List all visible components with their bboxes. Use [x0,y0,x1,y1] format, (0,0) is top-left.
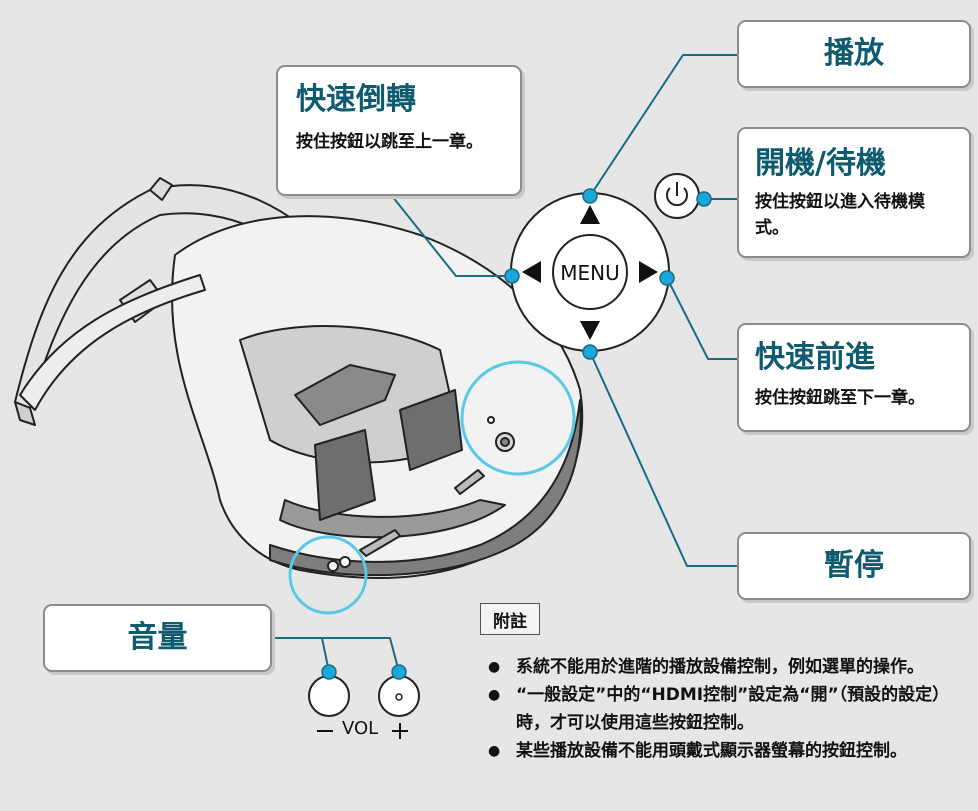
note-item: 某些播放設備不能用頭戴式顯示器螢幕的按鈕控制。 [486,737,966,765]
callout-rewind-desc: 按住按鈕以跳至上一章。 [296,132,483,152]
volume-label: VOL [342,718,379,739]
volume-minus-button[interactable] [308,675,350,717]
right-arrow-icon[interactable] [639,261,658,283]
callout-play: 播放 [737,20,971,88]
note-item: “一般設定”中的“HDMI控制”設定為“開”（預設的設定）時，才可以使用這些按鈕… [486,681,966,737]
control-pad: MENU [510,192,670,352]
callout-power: 開機/待機 按住按鈕以進入待機模式。 [737,127,971,258]
callout-forward-desc: 按住按鈕跳至下一章。 [755,388,925,408]
volume-highlight-circle [288,535,368,615]
callout-volume: 音量 [43,604,272,672]
callout-rewind-title: 快速倒轉 [296,82,416,117]
dot-volume-plus [391,664,407,680]
dot-forward [659,270,675,286]
menu-button-label[interactable]: MENU [560,261,620,285]
callout-power-title: 開機/待機 [755,146,886,181]
leader-line-rewind [391,195,512,277]
callout-play-title: 播放 [824,36,884,71]
dot-rewind [504,268,520,284]
left-arrow-icon[interactable] [522,261,541,283]
dot-volume-minus [321,664,337,680]
headset-illustration [14,177,584,579]
dot-pause [582,344,598,360]
callout-pause: 暫停 [737,532,971,600]
power-button[interactable] [654,173,700,219]
down-arrow-icon[interactable] [580,321,600,340]
dot-power [696,191,712,207]
leader-line-pause [589,351,737,567]
control-highlight-circle [460,360,576,476]
note-tag: 附註 [480,603,540,635]
note-list: 系統不能用於進階的播放設備控制，例如選單的操作。 “一般設定”中的“HDMI控制… [486,653,966,765]
volume-plus-button[interactable] [378,675,420,717]
callout-volume-title: 音量 [127,620,188,655]
plus-icon [392,723,408,739]
note-item: 系統不能用於進階的播放設備控制，例如選單的操作。 [486,653,966,681]
power-icon [666,187,688,207]
callout-rewind: 快速倒轉 按住按鈕以跳至上一章。 [276,65,522,196]
callout-forward-title: 快速前進 [755,340,875,375]
leader-line-volume [272,637,400,673]
leader-line-play [589,54,737,197]
dot-play [582,188,598,204]
callout-pause-title: 暫停 [824,548,884,583]
leader-line-forward [666,277,737,360]
callout-power-desc: 按住按鈕以進入待機模式。 [755,192,925,238]
callout-forward: 快速前進 按住按鈕跳至下一章。 [737,323,971,432]
up-arrow-icon[interactable] [580,205,600,224]
